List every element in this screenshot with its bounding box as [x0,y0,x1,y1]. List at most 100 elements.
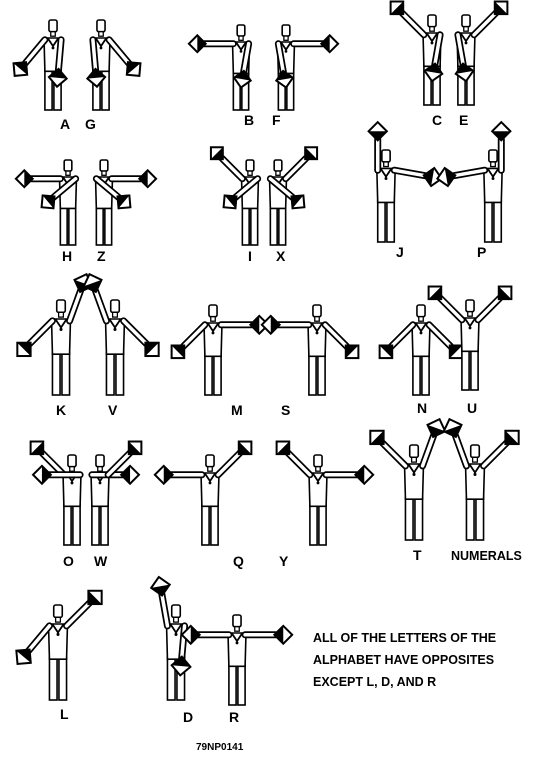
head [466,300,474,312]
note-line-2: ALPHABET HAVE OPPOSITES [313,653,494,667]
head [172,605,181,617]
head [382,150,390,162]
head [246,160,254,171]
head [489,150,497,162]
left-hand-flag [239,442,252,455]
head [274,160,282,171]
head [206,455,214,467]
figure-P [437,122,510,242]
label-W: W [94,553,108,569]
figure-K [17,274,92,395]
left-hand-flag [42,195,55,208]
figure-W [91,442,141,545]
right-hand-flag [118,195,131,208]
head [233,615,241,627]
figure-L [16,591,101,700]
right-hand-flag [262,316,280,334]
head [209,305,217,317]
head [57,300,66,312]
label-P: P [477,244,486,260]
label-L: L [60,706,69,722]
head [282,25,290,36]
figure-G [87,20,140,110]
head [313,305,321,317]
left-hand-flag [355,466,373,484]
figure-S [262,305,359,395]
right-hand-flag [292,195,305,208]
left-hand-flag [321,35,338,52]
label-E: E [459,112,468,128]
left-hand-flag [88,591,101,604]
right-hand-flag [211,147,223,159]
label-V: V [108,402,118,418]
left-hand-flag [33,466,51,484]
label-S: S [281,402,290,418]
left-hand-flag [274,626,292,644]
head [100,160,108,171]
figure-R [182,615,292,705]
head [471,445,480,457]
figure-code: 79NP0141 [196,742,244,753]
figure-E [456,2,508,105]
note-line-3: EXCEPT L, D, AND R [313,675,436,689]
figure-M [172,305,269,395]
label-N: N [417,400,427,416]
right-hand-flag [429,287,442,300]
right-hand-flag [121,466,139,484]
label-G: G [85,116,96,132]
head [96,455,104,467]
left-hand-flag [224,195,237,208]
figure-O [31,442,81,545]
head [237,25,245,36]
left-hand-flag [499,287,512,300]
figure-Q [155,442,252,545]
right-hand-flag [14,62,28,76]
right-hand-flag [16,170,33,187]
head [97,20,105,32]
figure-B [189,25,251,110]
label-F: F [272,112,281,128]
label-NUMERALS: NUMERALS [451,549,522,563]
figure-F [276,25,338,110]
right-hand-flag [369,122,387,140]
right-hand-flag [437,168,455,186]
head [314,455,322,467]
head [64,160,72,171]
label-K: K [56,402,66,418]
head [410,445,419,457]
head [417,305,425,317]
label-D: D [183,709,193,725]
figure-I [211,147,259,245]
label-O: O [63,553,74,569]
label-B: B [244,112,254,128]
left-hand-flag [145,343,158,356]
figure-N [380,305,463,395]
right-hand-flag [391,2,404,15]
figure-A [14,20,67,110]
left-hand-flag [127,62,141,76]
left-hand-flag [305,147,317,159]
right-hand-flag [370,431,383,444]
signalman-figures [14,2,519,705]
left-hand-flag [129,442,142,455]
left-hand-flag [492,122,510,140]
left-hand-flag [427,419,445,437]
left-hand-flag [495,2,508,15]
left-hand-flag [346,345,359,358]
figure-H [16,160,77,245]
left-hand-flag [450,345,463,358]
right-hand-flag [31,442,44,455]
right-hand-flag [380,345,393,358]
right-hand-flag [277,442,290,455]
left-hand-flag [505,431,518,444]
label-Q: Q [233,553,244,569]
label-U: U [467,400,477,416]
head [462,15,470,27]
label-I: I [248,248,252,264]
figure-X [270,147,318,245]
label-H: H [62,248,72,264]
label-T: T [413,547,422,563]
head [54,605,63,617]
label-A: A [60,116,70,132]
figure-C [391,2,443,105]
